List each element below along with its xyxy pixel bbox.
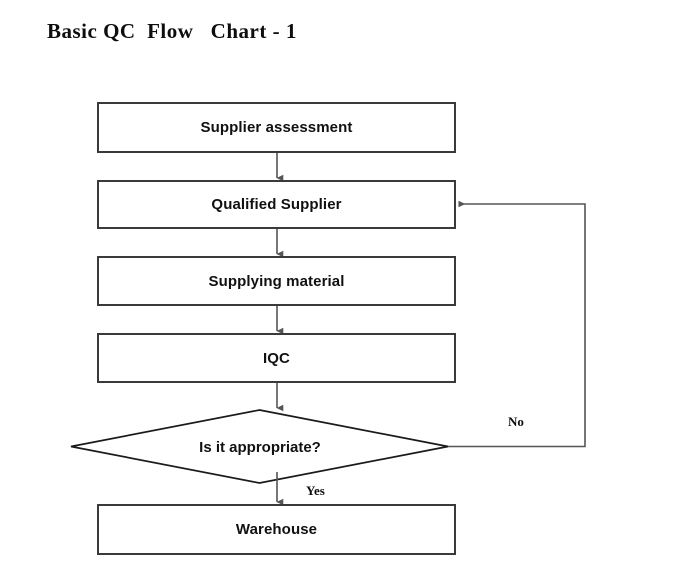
node-qualified-supplier[interactable]: Qualified Supplier — [97, 180, 456, 229]
page-title: Basic QC Flow Chart - 1 — [47, 19, 297, 43]
node-warehouse[interactable]: Warehouse — [97, 504, 456, 555]
node-label-iqc: IQC — [263, 349, 290, 367]
connector-decision-no-feedback — [448, 200, 586, 448]
node-supplier-assessment[interactable]: Supplier assessment — [97, 102, 456, 153]
edge-label-no: No — [508, 414, 524, 429]
node-label-qualified-supplier: Qualified Supplier — [211, 196, 342, 213]
edge-label-yes: Yes — [306, 483, 325, 498]
node-label-is-it-appropriate: Is it appropriate? — [199, 439, 321, 456]
node-label-warehouse: Warehouse — [235, 521, 318, 538]
node-label-supplying-material: Supplying material — [208, 272, 345, 290]
node-supplying-material[interactable]: Supplying material — [97, 256, 456, 306]
node-label-supplier-assessment: Supplier assessment — [200, 119, 353, 136]
node-iqc[interactable]: IQC — [97, 333, 456, 383]
